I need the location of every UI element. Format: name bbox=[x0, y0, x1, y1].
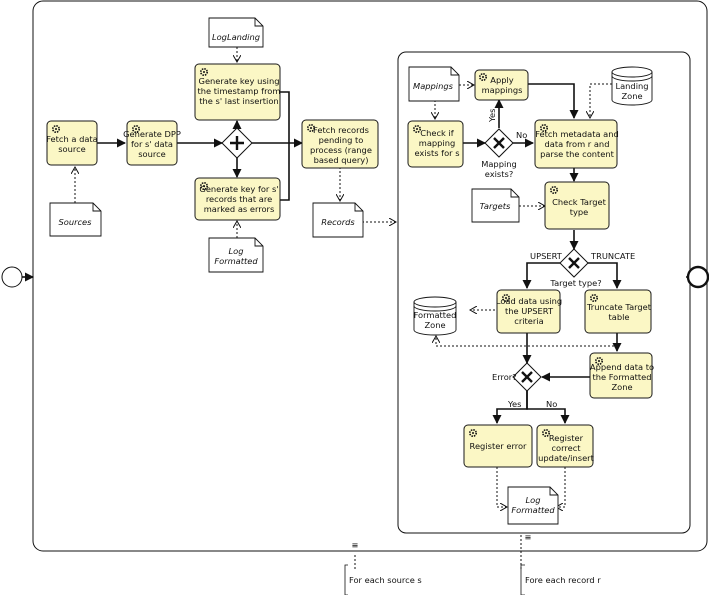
gateway-mapping-exists[interactable] bbox=[484, 128, 514, 158]
gear-icon bbox=[51, 125, 60, 134]
gear-icon bbox=[200, 182, 209, 191]
end-event[interactable] bbox=[686, 265, 709, 289]
gear-icon bbox=[478, 73, 487, 82]
data-object-targets[interactable]: Targets bbox=[471, 188, 520, 223]
inner-loop-annotation: Fore each record r bbox=[525, 575, 601, 585]
svg-text:Mappings: Mappings bbox=[413, 81, 454, 91]
gear-icon bbox=[412, 125, 421, 134]
start-event[interactable] bbox=[1, 266, 23, 288]
gateway-target-type-label: Target type? bbox=[549, 278, 601, 288]
task-register-error[interactable]: Register error bbox=[463, 424, 533, 468]
gear-icon bbox=[594, 356, 603, 365]
flow-label-yes-mapping: Yes bbox=[487, 109, 497, 123]
gear-icon bbox=[200, 68, 209, 77]
gear-icon bbox=[539, 124, 548, 133]
outer-loop-marker: ≡ bbox=[352, 540, 359, 550]
gear-icon bbox=[468, 428, 477, 437]
gear-icon bbox=[541, 428, 550, 437]
flow-label-yes-error: Yes bbox=[507, 399, 521, 409]
gateway-target-type[interactable] bbox=[559, 248, 589, 278]
svg-text:Targets: Targets bbox=[480, 201, 511, 211]
data-object-loglanding[interactable]: LogLanding bbox=[208, 17, 264, 48]
flow-label-no-error: No bbox=[546, 399, 557, 409]
gateway-error[interactable] bbox=[512, 362, 542, 392]
flow-label-no-mapping: No bbox=[516, 130, 527, 140]
flow-label-truncate: TRUNCATE bbox=[590, 251, 635, 261]
data-object-records[interactable]: Records bbox=[312, 202, 364, 238]
flow-label-upsert: UPSERT bbox=[530, 251, 563, 261]
data-object-sources[interactable]: Sources bbox=[49, 202, 102, 237]
svg-text:Generate key for s'records tha: Generate key for s'records that aremarke… bbox=[199, 184, 278, 214]
gear-icon bbox=[589, 293, 598, 302]
gear-icon bbox=[132, 125, 141, 134]
svg-text:LogLanding: LogLanding bbox=[212, 32, 260, 42]
gear-icon bbox=[549, 186, 558, 195]
gear-icon bbox=[306, 124, 315, 133]
svg-text:Register error: Register error bbox=[470, 441, 527, 451]
data-object-mappings[interactable]: Mappings bbox=[408, 66, 460, 102]
gear-icon bbox=[501, 293, 510, 302]
svg-text:Records: Records bbox=[321, 217, 355, 227]
parallel-gateway[interactable] bbox=[221, 127, 253, 159]
svg-text:Sources: Sources bbox=[58, 217, 92, 227]
gateway-error-label: Error? bbox=[492, 372, 517, 382]
inner-loop-marker: ≡ bbox=[525, 532, 532, 542]
outer-loop-annotation: For each source s bbox=[349, 575, 422, 585]
